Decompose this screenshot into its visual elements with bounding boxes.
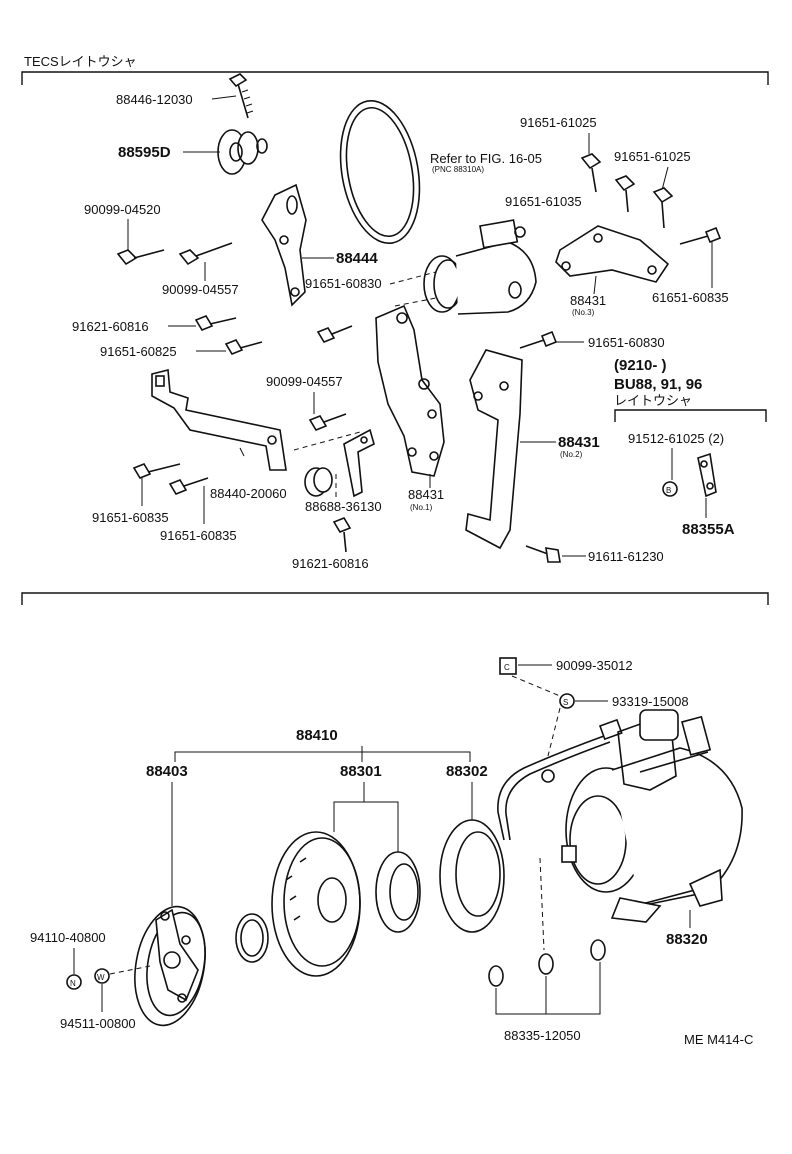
label-88688-36130: 88688-36130	[305, 499, 382, 514]
label-88355A: 88355A	[682, 521, 735, 538]
shim-b-icon	[538, 953, 554, 975]
mount-88440-20060-icon	[304, 467, 333, 497]
bracket-88688-36130-icon	[343, 428, 375, 498]
label-91611-61230: 91611-61230	[588, 549, 664, 564]
label-88431-no2: 88431	[558, 434, 600, 451]
label-no3: (No.3)	[572, 308, 595, 317]
v-belt-icon	[339, 99, 421, 245]
label-91512-61025: 91512-61025 (2)	[628, 431, 724, 446]
bolt-91621-60816-b-icon	[332, 517, 352, 553]
note-models: BU88, 91, 96	[614, 376, 702, 393]
label-88595D: 88595D	[118, 144, 171, 161]
label-91651-61025-b: 91651-61025	[614, 149, 691, 164]
label-91621-60816-b: 91621-60816	[292, 556, 369, 571]
mark-w-circle	[94, 968, 110, 984]
compressor-upper-icon	[423, 219, 537, 315]
bolt-91651-61035-icon	[614, 175, 636, 213]
bracket-lower-left-icon	[151, 368, 287, 471]
bolt-91651-60825-icon	[224, 339, 263, 355]
mark-s: S	[563, 698, 568, 707]
bolt-91621-60816-a-icon	[194, 315, 237, 331]
snap-ring-icon	[235, 913, 269, 963]
bolt-91651-60835-a-icon	[132, 463, 181, 479]
label-91651-60830-a: 91651-60830	[305, 276, 382, 291]
mark-w: W	[97, 973, 105, 982]
label-88410: 88410	[296, 727, 338, 744]
lower-frame	[21, 592, 769, 605]
field-coil-88302-icon	[439, 819, 505, 933]
section-title: TECSレイトウシャ	[24, 54, 137, 69]
label-88444: 88444	[336, 250, 378, 267]
label-91651-61025-a: 91651-61025	[520, 115, 597, 130]
mark-b: B	[666, 486, 671, 495]
figure-code: ME M414-C	[684, 1032, 753, 1047]
bracket-88431-no1-icon	[375, 304, 445, 477]
label-90099-04557-a: 90099-04557	[162, 282, 239, 297]
label-90099-04520: 90099-04520	[84, 202, 161, 217]
spacer-88355A-icon	[697, 452, 717, 498]
bracket-88444-icon	[261, 183, 307, 307]
label-93319-15008: 93319-15008	[612, 694, 689, 709]
bolt-90099-04520-icon	[116, 249, 165, 266]
bolt-90099-04557-icon	[178, 242, 233, 266]
bolt-61651-60835-icon	[679, 226, 722, 245]
mark-n: N	[70, 979, 76, 988]
label-no1: (No.1)	[410, 503, 433, 512]
clip-90099-35012-icon: C	[499, 657, 517, 675]
label-94110-40800: 94110-40800	[30, 930, 106, 945]
label-88403: 88403	[146, 763, 188, 780]
mark-s-circle	[559, 693, 575, 709]
label-91621-60816-a: 91621-60816	[72, 319, 149, 334]
shim-c-icon	[590, 939, 606, 961]
mark-n-circle	[66, 974, 82, 990]
bolt-90099-04557-b-icon	[308, 413, 347, 431]
pulley-88301-icon	[271, 831, 421, 977]
bolt-91651-60830-a-icon	[316, 325, 353, 343]
label-88320: 88320	[666, 931, 708, 948]
label-91651-61035: 91651-61035	[505, 194, 582, 209]
label-88301: 88301	[340, 763, 382, 780]
bolt-91651-61025-b-icon	[652, 187, 674, 229]
compressor-88320-icon	[561, 709, 743, 923]
upper-frame	[21, 71, 769, 85]
label-61651-60835: 61651-60835	[652, 290, 729, 305]
label-94511-00800: 94511-00800	[60, 1016, 136, 1031]
bolt-91651-60835-b-icon	[168, 477, 209, 495]
label-88446-12030: 88446-12030	[116, 92, 193, 107]
bracket-88431-no2-icon	[465, 349, 523, 550]
mark-c-clip: C	[504, 663, 510, 672]
label-88302: 88302	[446, 763, 488, 780]
label-90099-04557-b: 90099-04557	[266, 374, 343, 389]
bolt-91651-60830-b-icon	[519, 330, 558, 349]
label-91651-60825: 91651-60825	[100, 344, 177, 359]
label-no2: (No.2)	[560, 450, 583, 459]
label-91651-60835-b: 91651-60835	[160, 528, 237, 543]
label-88440-20060: 88440-20060	[210, 486, 287, 501]
label-88431-no3: 88431	[570, 293, 606, 308]
label-90099-35012: 90099-35012	[556, 658, 633, 673]
wire-harness-icon	[497, 718, 623, 841]
idler-pulley-icon	[217, 129, 268, 175]
note-range: (9210- )	[614, 357, 667, 374]
bolt-91611-61230-icon	[525, 545, 561, 563]
refer-fig-note: Refer to FIG. 16-05	[430, 151, 542, 166]
bolt-88446-icon	[228, 73, 254, 119]
label-91651-60835-a: 91651-60835	[92, 510, 169, 525]
label-88431-no1: 88431	[408, 487, 444, 502]
bolt-91651-61025-a-icon	[580, 153, 602, 193]
note-tecs: レイトウシャ	[614, 393, 692, 408]
pressure-plate-88403-icon	[134, 905, 206, 1027]
shim-a-icon	[488, 965, 504, 987]
refer-pnc-note: (PNC 88310A)	[432, 165, 484, 174]
label-88335-12050: 88335-12050	[504, 1028, 581, 1043]
mark-b-circle	[662, 481, 678, 497]
bracket-88431-no3-icon	[555, 225, 670, 283]
label-91651-60830-b: 91651-60830	[588, 335, 665, 350]
note-frame	[614, 409, 767, 422]
